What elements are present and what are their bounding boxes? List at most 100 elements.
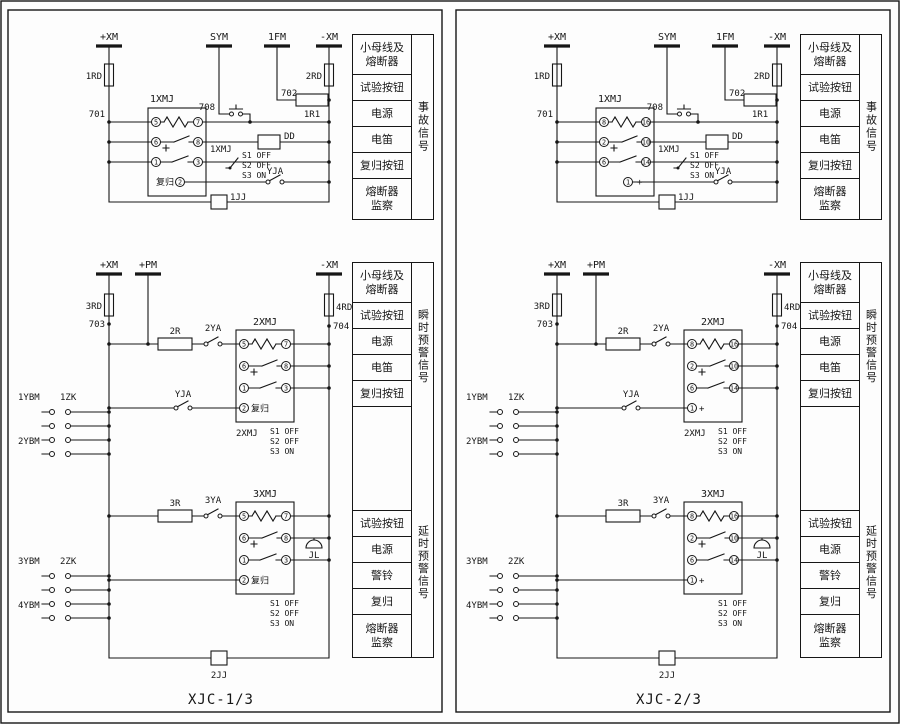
panel-title: XJC-1/3	[188, 692, 254, 708]
relay-side-label: 1XMJ	[658, 145, 680, 155]
reset-polarity: +	[637, 178, 643, 188]
node-label: 704	[333, 322, 349, 332]
switch-state: S1 OFF	[718, 599, 747, 608]
bus-label: -XM	[768, 260, 786, 271]
panel-title: XJC-2/3	[636, 692, 702, 708]
switch-state: S3 ON	[270, 447, 294, 456]
fuse-label: 3RD	[534, 302, 550, 312]
legend-group-label: 事故信号	[864, 101, 878, 153]
relay-title: 1XMJ	[150, 94, 174, 105]
resistor-label: 1R1	[752, 110, 768, 120]
reset-contact-label: YJA	[175, 390, 192, 400]
node-label: 703	[89, 320, 105, 330]
reset-label: +	[699, 405, 705, 415]
pin-number: 14	[730, 385, 738, 393]
pin-number: 2	[690, 535, 694, 543]
relay-title: 2XMJ	[253, 317, 277, 328]
pin-number: 14	[642, 159, 650, 167]
pin-number: 6	[602, 159, 606, 167]
test-link-label: 3YA	[653, 496, 670, 506]
legend-rows: 小母线及 熔断器 试验按钮 电源 电笛 复归按钮 熔断器 监察	[353, 35, 411, 219]
relay-side-label: 1XMJ	[210, 145, 232, 155]
pin-number: 7	[284, 341, 288, 349]
node-label: 702	[281, 89, 297, 99]
node-label: 701	[89, 110, 105, 120]
switch-state: S1 OFF	[242, 151, 271, 160]
pin-number: 1	[690, 405, 694, 413]
legend-group-strip: 事故信号	[859, 35, 881, 219]
pin-number: 10	[730, 363, 738, 371]
pin-number: 6	[690, 557, 694, 565]
pin-number: 2	[178, 179, 182, 187]
switch-state: S1 OFF	[718, 427, 747, 436]
legend-row: 复归	[353, 589, 411, 615]
relay-title: 3XMJ	[701, 489, 725, 500]
legend-group-strip: 瞬时预警信号 延时预警信号	[859, 263, 881, 657]
legend-group-label: 延时预警信号	[864, 525, 878, 600]
panel-2-labels: +XM SYM 1FM -XM 1RD 2RD 701 708 702 1R1 …	[466, 32, 800, 708]
circuit-linework-panel-2	[488, 44, 792, 667]
legend-row: 电笛	[801, 127, 859, 153]
switch-state: S3 ON	[718, 447, 742, 456]
pin-number: 6	[242, 363, 246, 371]
pin-number: 8	[284, 363, 288, 371]
pin-number: 8	[284, 535, 288, 543]
fuse-label: 1RD	[86, 72, 102, 82]
monitor-relay-label: 2JJ	[659, 671, 675, 681]
legend-row: 试验按钮	[353, 303, 411, 329]
terminal-label: 1ZK	[508, 393, 525, 403]
legend-row: 小母线及 熔断器	[353, 35, 411, 75]
legend-row: 熔断器 监察	[813, 185, 847, 212]
bus-label: -XM	[768, 32, 786, 43]
bell-label: JL	[309, 551, 320, 561]
switch-state: S2 OFF	[718, 437, 747, 446]
legend-row: 电笛	[801, 355, 859, 381]
legend-group-label: 事故信号	[416, 101, 430, 153]
terminal-label: 2ZK	[60, 557, 77, 567]
fuse-label: 4RD	[336, 303, 352, 313]
pin-number: 16	[730, 341, 738, 349]
terminal-label: 3YBM	[18, 557, 40, 567]
legend-row: 复归按钮	[801, 153, 859, 179]
node-label: 701	[537, 110, 553, 120]
legend-row: 试验按钮	[353, 511, 411, 537]
pin-number: 8	[690, 341, 694, 349]
legend-row: 试验按钮	[353, 75, 411, 101]
terminal-label: 2YBM	[18, 437, 40, 447]
switch-state: S1 OFF	[270, 427, 299, 436]
pin-number: 8	[196, 139, 200, 147]
pin-number: 1	[154, 159, 158, 167]
legend-group-label: 延时预警信号	[416, 525, 430, 600]
switch-state: S3 ON	[718, 619, 742, 628]
terminal-label: 2YBM	[466, 437, 488, 447]
pin-number: 8	[602, 119, 606, 127]
bell-label: JL	[757, 551, 768, 561]
terminal-label: 4YBM	[18, 601, 40, 611]
bus-label: SYM	[658, 32, 676, 43]
bus-label: +XM	[548, 260, 566, 271]
legend-spacer	[353, 407, 411, 511]
bus-label: -XM	[320, 260, 338, 271]
legend-row: 小母线及 熔断器	[801, 35, 859, 75]
legend-row: 电源	[353, 329, 411, 355]
pin-number: 6	[242, 535, 246, 543]
reset-label: 复归	[251, 403, 269, 415]
pin-number: 7	[196, 119, 200, 127]
pin-number: 3	[284, 385, 288, 393]
legend-row: 复归	[801, 589, 859, 615]
legend-accident-panel-2: 小母线及 熔断器 试验按钮 电源 电笛 复归按钮 熔断器 监察 事故信号	[800, 34, 882, 220]
legend-row: 试验按钮	[801, 511, 859, 537]
test-link-label: 3YA	[205, 496, 222, 506]
legend-row: 试验按钮	[801, 303, 859, 329]
terminal-label: 3YBM	[466, 557, 488, 567]
switch-state: S3 ON	[242, 171, 266, 180]
legend-row: 熔断器 监察	[365, 622, 399, 649]
node-label: 702	[729, 89, 745, 99]
reset-contact-label: YJA	[267, 167, 284, 177]
monitor-relay-label: 2JJ	[211, 671, 227, 681]
node-label: 708	[199, 103, 215, 113]
relay-title: 3XMJ	[253, 489, 277, 500]
